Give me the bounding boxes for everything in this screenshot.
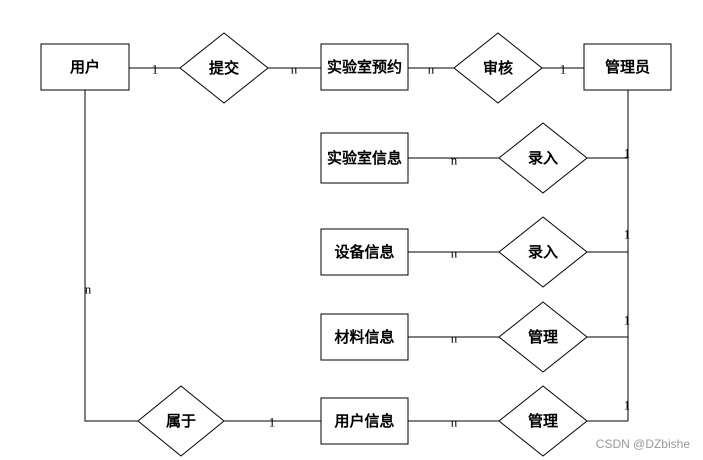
entity-lab-info: 实验室信息 bbox=[320, 132, 409, 184]
entity-lab-booking-box bbox=[320, 43, 409, 91]
relation-enter-lab-label: 录入 bbox=[528, 149, 558, 167]
relation-belongs-to-diamond bbox=[137, 385, 225, 457]
entity-user-info: 用户信息 bbox=[320, 397, 409, 445]
entity-user-info-label: 用户信息 bbox=[334, 412, 394, 430]
entity-user: 用户 bbox=[40, 43, 130, 91]
cardinality-labels: 1 n n 1 n 1 n 1 n 1 n 1 n 1 bbox=[85, 62, 631, 430]
relation-enter-equipment-label: 录入 bbox=[528, 243, 558, 261]
relation-enter-equipment: 录入 bbox=[498, 216, 588, 288]
relation-submit-diamond bbox=[179, 32, 269, 104]
cardinality-review-admin: 1 bbox=[560, 62, 567, 77]
entity-lab-booking: 实验室预约 bbox=[320, 43, 409, 91]
entity-equipment-info-box bbox=[320, 228, 409, 276]
relation-enter-lab: 录入 bbox=[498, 122, 588, 194]
relation-manage-material-diamond bbox=[498, 301, 588, 373]
entity-admin-label: 管理员 bbox=[605, 58, 650, 76]
relation-review: 审核 bbox=[453, 32, 543, 104]
relation-enter-lab-diamond bbox=[498, 122, 588, 194]
cardinality-equipment: n bbox=[451, 246, 458, 261]
entity-material-info: 材料信息 bbox=[320, 313, 409, 361]
entity-user-box bbox=[40, 43, 130, 91]
relation-belongs-to-label: 属于 bbox=[166, 412, 196, 430]
cardinality-booking-review: n bbox=[428, 62, 435, 77]
entity-admin-box bbox=[583, 43, 672, 91]
entity-equipment-info: 设备信息 bbox=[320, 228, 409, 276]
relation-manage-user-info: 管理 bbox=[498, 385, 588, 457]
cardinality-belongs-userinfo: 1 bbox=[269, 415, 276, 430]
entity-lab-info-label: 实验室信息 bbox=[327, 149, 402, 167]
entity-material-info-box bbox=[320, 313, 409, 361]
entity-user-info-box bbox=[320, 397, 409, 445]
cardinality-material: n bbox=[451, 331, 458, 346]
entity-admin: 管理员 bbox=[583, 43, 672, 91]
entity-equipment-info-label: 设备信息 bbox=[334, 243, 394, 261]
cardinality-user-belongs: n bbox=[85, 282, 92, 297]
connectors bbox=[84, 67, 629, 422]
relation-manage-user-info-diamond bbox=[498, 385, 588, 457]
cardinality-user-submit: 1 bbox=[152, 62, 159, 77]
relation-submit: 提交 bbox=[179, 32, 269, 104]
relation-review-label: 审核 bbox=[483, 59, 513, 77]
cardinality-admin-equipment: 1 bbox=[624, 227, 631, 242]
cardinality-userinfo: n bbox=[451, 415, 458, 430]
cardinality-admin-userinfo: 1 bbox=[624, 398, 631, 413]
watermark: CSDN @DZbishe bbox=[596, 437, 691, 451]
cardinality-admin-lab: 1 bbox=[624, 146, 631, 161]
entity-user-label: 用户 bbox=[70, 58, 100, 76]
relation-submit-label: 提交 bbox=[209, 59, 239, 77]
relation-belongs-to: 属于 bbox=[137, 385, 225, 457]
relation-review-diamond bbox=[453, 32, 543, 104]
relation-manage-material: 管理 bbox=[498, 301, 588, 373]
entity-lab-booking-label: 实验室预约 bbox=[327, 58, 402, 76]
entity-lab-info-box bbox=[320, 132, 409, 184]
cardinality-admin-material: 1 bbox=[624, 313, 631, 328]
relation-enter-equipment-diamond bbox=[498, 216, 588, 288]
relation-manage-user-info-label: 管理 bbox=[528, 412, 558, 430]
relation-manage-material-label: 管理 bbox=[528, 328, 558, 346]
entity-material-info-label: 材料信息 bbox=[334, 328, 394, 346]
edge-user-belongs bbox=[84, 90, 138, 422]
cardinality-submit-booking: n bbox=[291, 62, 298, 77]
cardinality-lab-info: n bbox=[451, 153, 458, 168]
